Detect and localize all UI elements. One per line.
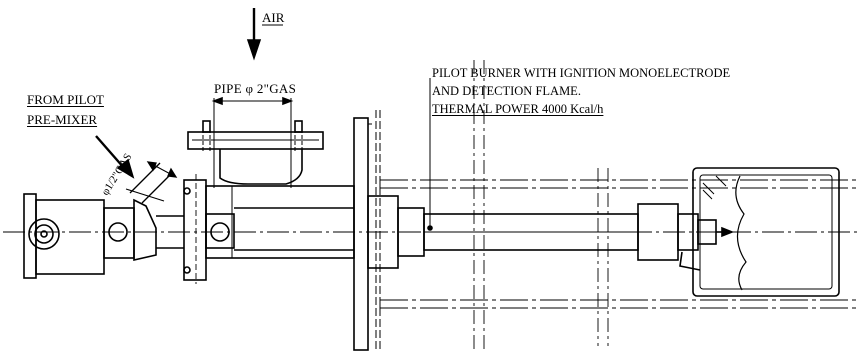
inlet-housing [23,193,184,279]
small-gas-inlet [125,161,178,204]
mounting-flange [353,110,399,351]
premixer-arrow [95,135,135,179]
burner-label-line3: THERMAL POWER 4000 Kcal/h [432,102,604,116]
premixer-label: PRE-MIXER [27,112,98,127]
pipe-gas-label: PIPE φ 2"GAS [214,81,297,96]
flame-shroud [692,167,840,297]
burner-tip [637,203,735,271]
air-label: AIR [262,10,285,25]
guide-tube [397,207,639,257]
pipe-dimension [211,96,294,188]
chamber-wall [379,60,858,350]
air-arrow [246,8,262,61]
burner-label-line2: AND DETECTION FLAME. [432,84,581,98]
burner-body [183,174,355,284]
air-inlet-flange [187,120,324,185]
from-pilot-label: FROM PILOT [27,92,104,107]
burner-label-line1: PILOT BURNER WITH IGNITION MONOELECTRODE [432,66,731,80]
